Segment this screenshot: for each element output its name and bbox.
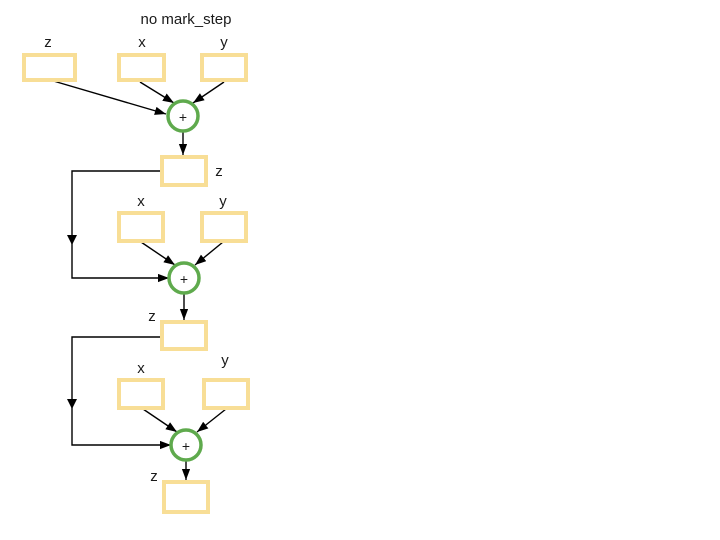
midpoint-arrows-layer (67, 235, 77, 409)
edge-y2-to-add2 (194, 241, 224, 266)
tensor-box-x1[interactable] (117, 53, 166, 82)
tensor-label-x3: x (137, 360, 145, 377)
edge-y3-to-add3 (196, 408, 227, 433)
tensor-node-y2[interactable]: y (200, 193, 248, 243)
page-title: no mark_step (141, 11, 232, 28)
tensor-box-z3[interactable] (162, 480, 210, 514)
tensor-box-z0[interactable] (22, 53, 77, 82)
tensor-label-z0: z (44, 34, 52, 51)
tensor-label-y1: y (220, 34, 228, 51)
tensor-box-x2[interactable] (117, 211, 165, 243)
op-nodes-layer: + + + (166, 99, 203, 462)
tensor-box-y2[interactable] (200, 211, 248, 243)
op-node-add2[interactable]: + (167, 261, 201, 295)
op-node-add1[interactable]: + (166, 99, 200, 133)
tensor-label-z3: z (150, 468, 158, 485)
edge-x2-to-add2 (140, 241, 176, 266)
tensor-node-z1[interactable]: z (160, 155, 223, 187)
tensor-label-x2: x (137, 193, 145, 210)
tensor-box-z1[interactable] (160, 155, 208, 187)
tensor-label-x1: x (138, 34, 146, 51)
tensor-label-z2: z (148, 308, 156, 325)
tensor-node-z3[interactable]: z (150, 468, 210, 514)
op-label-add1: + (179, 109, 187, 125)
tensor-label-z1: z (215, 163, 223, 180)
tensor-box-y3[interactable] (202, 378, 250, 410)
tensor-label-y3: y (221, 352, 229, 369)
op-node-add3[interactable]: + (169, 428, 203, 462)
tensor-node-y3[interactable]: y (202, 352, 250, 410)
tensor-node-x2[interactable]: x (117, 193, 165, 243)
tensor-node-z0[interactable]: z (22, 34, 77, 82)
tensor-node-x3[interactable]: x (117, 360, 165, 410)
edge-z1-to-add2 (71, 170, 169, 283)
edge-y1-to-add1 (192, 81, 225, 104)
op-label-add2: + (180, 271, 188, 287)
edges-layer (49, 79, 227, 480)
edge-z0-to-add1 (49, 79, 167, 115)
edge-x3-to-add3 (142, 408, 178, 433)
edge-x1-to-add1 (139, 81, 175, 104)
op-circle-add2[interactable] (167, 261, 201, 295)
tensor-label-y2: y (219, 193, 227, 210)
op-label-add3: + (182, 438, 190, 454)
mid-arrow-2 (67, 399, 77, 409)
tensor-node-x1[interactable]: x (117, 34, 166, 82)
op-circle-add3[interactable] (169, 428, 203, 462)
tensor-box-z2[interactable] (160, 320, 208, 351)
tensor-box-y1[interactable] (200, 53, 248, 82)
op-circle-add1[interactable] (166, 99, 200, 133)
tensor-node-z2[interactable]: z (148, 308, 208, 351)
tensor-box-x3[interactable] (117, 378, 165, 410)
edge-z2-to-add3 (71, 336, 171, 450)
mid-arrow-1 (67, 235, 77, 245)
tensor-node-y1[interactable]: y (200, 34, 248, 82)
